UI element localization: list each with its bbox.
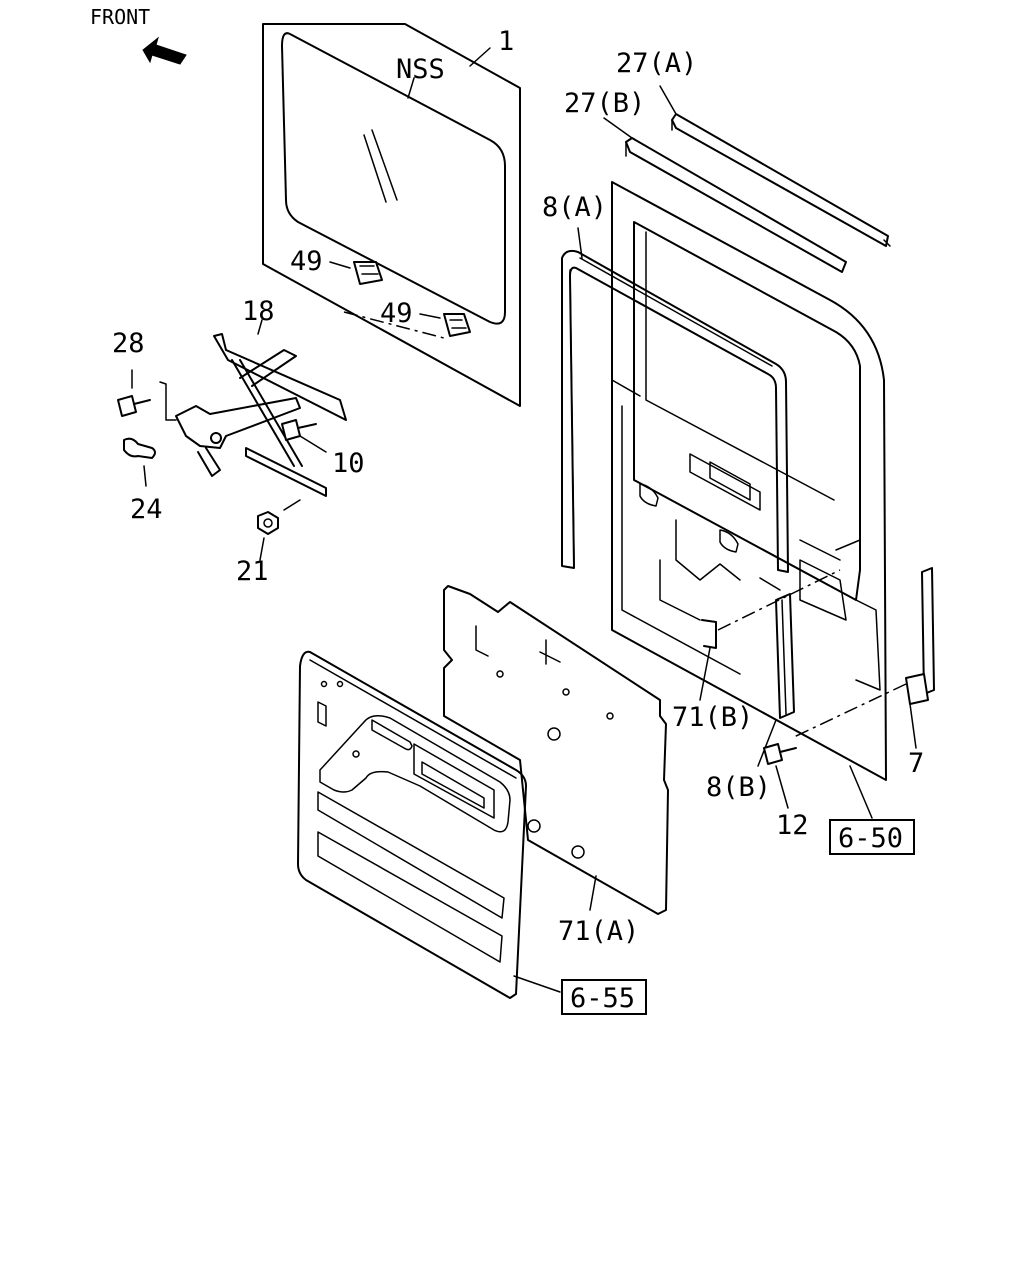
front-arrow-icon [142, 36, 187, 65]
door-shell [611, 181, 887, 781]
callout-71b: 71(B) [672, 702, 753, 733]
sealing-cover-71a [443, 585, 669, 915]
glass-clip-lower [419, 313, 471, 337]
run-channel-8b [757, 593, 795, 767]
window-regulator [159, 319, 347, 497]
ref-box-6-50: 6-50 [829, 765, 915, 855]
callout-71a: 71(A) [558, 916, 639, 947]
clip-71b [699, 619, 717, 701]
weatherstrip-27a [659, 85, 891, 247]
callout-28: 28 [112, 328, 145, 359]
ref-label-6-50: 6-50 [838, 823, 903, 854]
glass-clip-upper [329, 261, 383, 285]
front-indicator: FRONT [90, 5, 187, 65]
door-glass [262, 23, 521, 407]
callout-18: 18 [242, 296, 275, 327]
clip-to-door-dashline [717, 569, 841, 631]
regulator-bolt-28 [117, 369, 151, 417]
lock-rod-7 [905, 567, 935, 749]
callout-8b: 8(B) [706, 772, 771, 803]
regulator-bolt-10 [281, 419, 327, 453]
callout-27a: 27(A) [616, 48, 697, 79]
callout-49-upper: 49 [290, 246, 323, 277]
door-trim-panel [297, 650, 561, 999]
front-label: FRONT [90, 5, 150, 29]
callout-49-lower: 49 [380, 298, 413, 329]
callout-24: 24 [130, 494, 163, 525]
weatherstrip-27b [603, 117, 847, 273]
callout-21: 21 [236, 556, 269, 587]
callout-27b: 27(B) [564, 88, 645, 119]
callout-12: 12 [776, 810, 809, 841]
channel-bolt-12 [763, 743, 797, 809]
callout-nss: NSS [396, 54, 445, 85]
run-channel-8a [561, 227, 789, 573]
regulator-to-clip-dashline [343, 311, 445, 339]
callout-1: 1 [498, 26, 514, 57]
window-handle-24 [123, 437, 156, 487]
callout-10: 10 [332, 448, 365, 479]
callout-8a: 8(A) [542, 192, 607, 223]
rod-to-bolt-dashline [791, 683, 907, 739]
ref-box-6-55: 6-55 [561, 979, 647, 1015]
callout-7: 7 [908, 748, 924, 779]
ref-label-6-55: 6-55 [570, 983, 635, 1014]
nut-21 [257, 499, 301, 561]
